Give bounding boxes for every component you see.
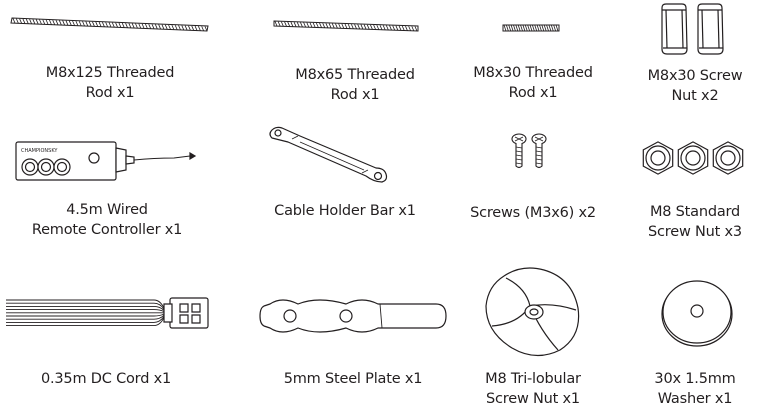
screw-nut-icon (658, 2, 728, 56)
remote-controller-icon: CHAMPIONSKY (14, 138, 196, 184)
cable-holder-bar-icon (266, 126, 390, 188)
item-label: Screws (M3x6) x2 (470, 205, 596, 221)
hex-nut-icon (638, 138, 748, 178)
medium-threaded-rod-icon (272, 18, 420, 34)
item-label: 5mm Steel Plate x1 (283, 371, 423, 387)
washer-icon (660, 278, 734, 348)
short-threaded-rod-icon (502, 22, 560, 34)
steel-plate-icon (258, 294, 448, 338)
screw-icon (506, 132, 552, 170)
long-threaded-rod-icon (10, 14, 210, 34)
item-label: 0.35m DC Cord x1 (40, 371, 172, 387)
tri-lobular-nut-icon (478, 266, 588, 358)
dc-cord-icon (4, 290, 214, 336)
brand-logo-text: CHAMPIONSKY (21, 148, 58, 154)
item-label: Cable Holder Bar x1 (274, 203, 416, 219)
